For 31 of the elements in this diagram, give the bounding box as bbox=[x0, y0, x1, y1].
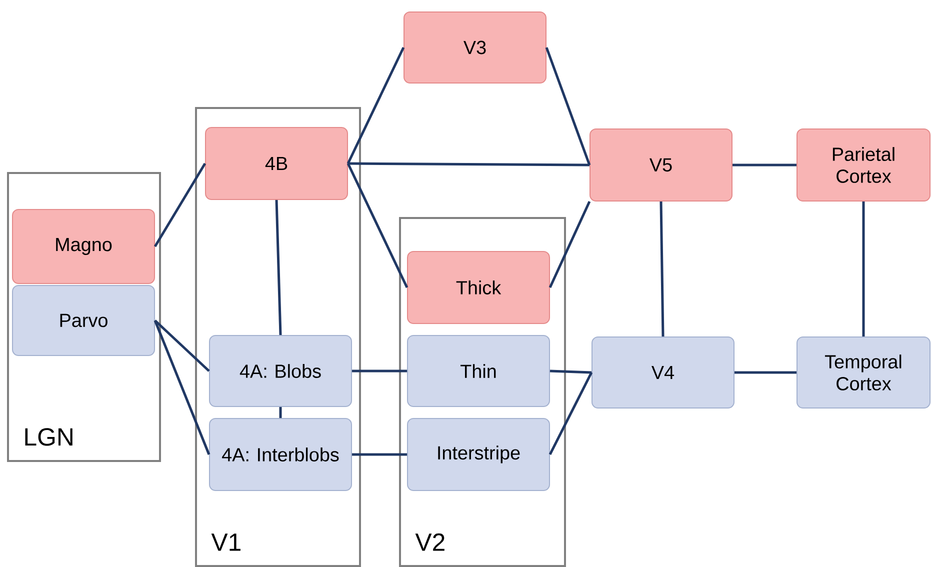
area-box: Temporal Cortex bbox=[796, 336, 930, 408]
connector-line bbox=[734, 371, 796, 374]
connector-line bbox=[346, 162, 408, 288]
connector-line bbox=[352, 453, 407, 456]
connector-line bbox=[352, 370, 407, 372]
area-box: Parvo bbox=[12, 285, 155, 356]
connector-line bbox=[275, 200, 282, 336]
connector-line bbox=[548, 372, 593, 456]
area-box: 4B bbox=[205, 127, 348, 200]
area-box: Magno bbox=[12, 209, 155, 284]
area-box: Interstripe bbox=[407, 418, 550, 491]
connector-line bbox=[279, 407, 282, 418]
connector-line bbox=[346, 46, 405, 164]
area-box: 4A: Blobs bbox=[209, 335, 352, 407]
connector-line bbox=[154, 162, 206, 248]
connector-line bbox=[154, 320, 210, 455]
connector-line bbox=[348, 162, 590, 166]
area-box: V5 bbox=[590, 128, 732, 202]
connector-line bbox=[154, 320, 210, 372]
area-box: Thin bbox=[407, 335, 550, 407]
area-box: V4 bbox=[592, 336, 734, 408]
area-box: V3 bbox=[404, 12, 546, 84]
connector-line bbox=[660, 201, 664, 337]
connector-line bbox=[550, 370, 592, 374]
connector-line bbox=[862, 202, 865, 336]
connector-line bbox=[732, 164, 796, 166]
connector-line bbox=[548, 200, 591, 288]
connector-line bbox=[545, 47, 591, 166]
area-box: Thick bbox=[407, 251, 550, 324]
area-box: 4A: Interblobs bbox=[209, 418, 352, 491]
area-box: Parietal Cortex bbox=[796, 128, 930, 202]
